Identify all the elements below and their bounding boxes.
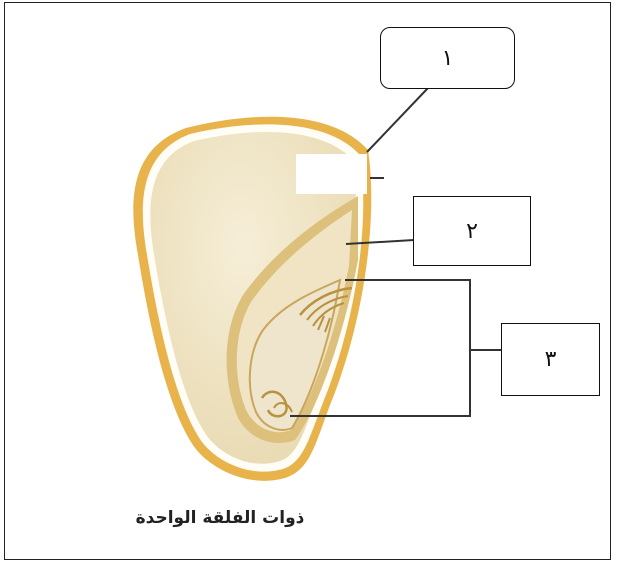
label-box-2: ٢ (413, 196, 531, 266)
diagram-caption: ذوات الفلقة الواحدة (0, 508, 440, 528)
label-box-3: ٣ (501, 323, 600, 396)
label-3-text: ٣ (545, 347, 557, 372)
label-1-text: ١ (442, 46, 454, 71)
leader-line-1 (367, 88, 428, 152)
masked-label (296, 154, 367, 194)
label-box-1: ١ (380, 27, 515, 89)
label-2-text: ٢ (466, 219, 478, 244)
